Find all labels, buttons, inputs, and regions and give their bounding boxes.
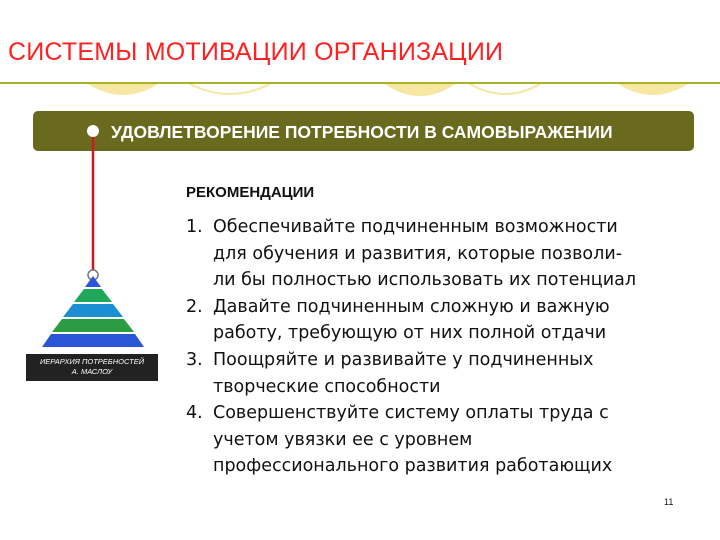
decorative-arc bbox=[385, 84, 455, 96]
recommendations-list: 1. Обеспечивайте подчиненным возможности… bbox=[186, 214, 706, 480]
pyramid-level-4 bbox=[52, 319, 134, 332]
item-line: учетом увязки ее с уровнем bbox=[213, 429, 473, 450]
item-number: 4. bbox=[186, 403, 203, 424]
decorative-arc bbox=[88, 84, 158, 95]
item-line: творческие способности bbox=[213, 376, 441, 397]
decorative-arcs bbox=[88, 84, 688, 96]
pyramid-level-2 bbox=[74, 289, 112, 302]
item-line: работу, требующую от них полной отдачи bbox=[213, 323, 607, 344]
pyramid-caption-line: А. МАСЛОУ bbox=[71, 367, 113, 376]
connector-top-dot bbox=[87, 125, 99, 137]
recommendation-item: 4. Совершенствуйте систему оплаты труда … bbox=[186, 400, 706, 480]
item-line: Обеспечивайте подчиненным возможности bbox=[213, 217, 618, 237]
banner-text: УДОВЛЕТВОРЕНИЕ ПОТРЕБНОСТИ В САМОВЫРАЖЕН… bbox=[111, 122, 613, 142]
item-number: 2. bbox=[186, 296, 203, 317]
item-line: ли бы полностью использовать их потенциа… bbox=[213, 270, 636, 291]
item-line: для обучения и развития, которые позволи… bbox=[213, 243, 623, 264]
item-line: Поощряйте и развивайте у подчиненных bbox=[213, 349, 594, 370]
title-underline bbox=[0, 82, 720, 84]
item-number: 1. bbox=[186, 217, 203, 237]
pyramid-level-1 bbox=[85, 276, 101, 287]
pyramid-level-3 bbox=[63, 304, 123, 317]
pyramid-level-5 bbox=[42, 334, 144, 347]
need-banner: УДОВЛЕТВОРЕНИЕ ПОТРЕБНОСТИ В САМОВЫРАЖЕН… bbox=[33, 111, 694, 151]
recommendations-heading: РЕКОМЕНДАЦИИ bbox=[186, 184, 315, 201]
recommendation-item: 1. Обеспечивайте подчиненным возможности… bbox=[186, 214, 706, 294]
recommendation-item: 2. Давайте подчиненным сложную и важную … bbox=[186, 294, 706, 347]
maslow-pyramid-graphic bbox=[42, 125, 144, 347]
item-line: профессионального развития работающих bbox=[213, 456, 613, 477]
item-line: Давайте подчиненным сложную и важную bbox=[213, 296, 610, 317]
pyramid-caption-line: ИЕРАРХИЯ ПОТРЕБНОСТЕЙ bbox=[39, 357, 145, 366]
item-number: 3. bbox=[186, 349, 203, 370]
pyramid-caption: ИЕРАРХИЯ ПОТРЕБНОСТЕЙ А. МАСЛОУ bbox=[26, 354, 158, 381]
recommendation-item: 3. Поощряйте и развивайте у подчиненных … bbox=[186, 347, 706, 400]
decorative-arc bbox=[618, 84, 688, 95]
decorative-arc bbox=[189, 84, 271, 95]
item-line: Совершенствуйте систему оплаты труда с bbox=[213, 403, 609, 424]
decorative-arc bbox=[469, 84, 541, 95]
page-number: 11 bbox=[664, 497, 674, 507]
slide-title: СИСТЕМЫ МОТИВАЦИИ ОРГАНИЗАЦИИ bbox=[8, 38, 504, 66]
